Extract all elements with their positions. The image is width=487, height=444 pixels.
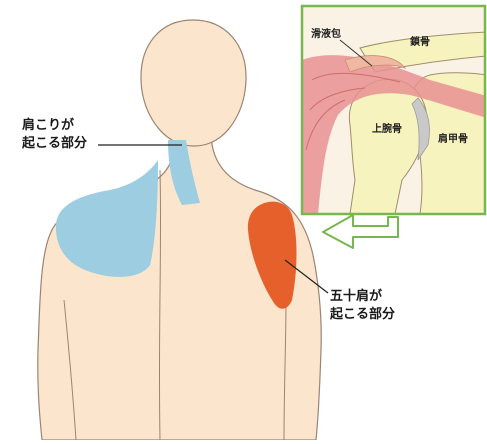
clavicle-label: 鎖骨 <box>410 33 430 48</box>
stiff-shoulder-label-line1: 肩こりが <box>22 117 87 135</box>
shoulder-blade-area <box>56 160 158 277</box>
stiff-shoulder-label-line2: 起こる部分 <box>22 135 87 153</box>
frozen-shoulder-label-line1: 五十肩が <box>330 288 395 306</box>
arrow-left-icon <box>323 215 398 248</box>
scapula-label: 肩甲骨 <box>438 130 468 145</box>
frozen-shoulder-label: 五十肩が 起こる部分 <box>330 288 395 323</box>
humerus-label: 上腕骨 <box>372 120 402 135</box>
frozen-shoulder-label-line2: 起こる部分 <box>330 306 395 324</box>
head <box>141 20 246 146</box>
stiff-shoulder-label: 肩こりが 起こる部分 <box>22 117 87 152</box>
bursa-label: 滑液包 <box>311 25 341 40</box>
